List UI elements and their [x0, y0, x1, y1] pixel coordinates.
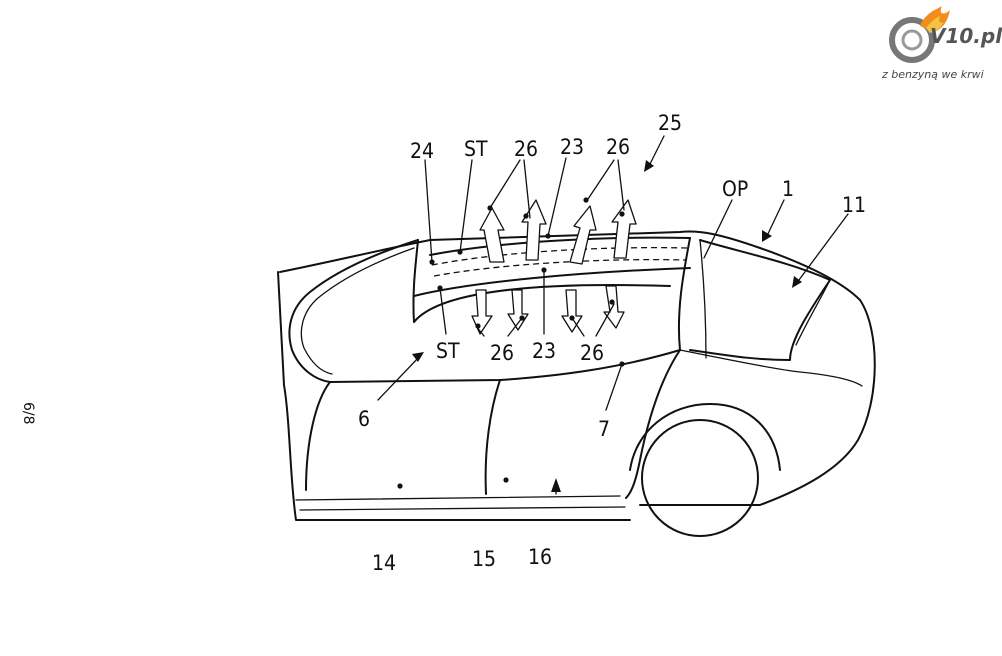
- arrowhead-16: [551, 478, 561, 492]
- logo-brand-text: V10.pl: [930, 24, 1002, 48]
- leader-op: [703, 199, 733, 259]
- label-25: 25: [658, 111, 682, 135]
- sill-line: [295, 495, 621, 501]
- label-23-bottom: 23: [532, 339, 556, 363]
- label-11: 11: [842, 193, 866, 217]
- label-14: 14: [372, 551, 396, 575]
- leader-25: [647, 135, 665, 169]
- door-rear-outline: [625, 349, 681, 499]
- label-1: 1: [782, 177, 794, 201]
- label-24: 24: [410, 139, 434, 163]
- rear-window-frame: [689, 239, 831, 361]
- windshield-inner: [300, 247, 415, 375]
- dot-23-bottom: [541, 267, 547, 273]
- window-upper-edge: [413, 284, 671, 323]
- label-st-top: ST: [464, 137, 488, 161]
- label-23-top: 23: [560, 135, 584, 159]
- leader-6: [377, 355, 421, 401]
- leader-26d-1: [571, 317, 585, 337]
- arrow-26-h: [603, 285, 625, 329]
- arrow-26-g: [561, 289, 583, 333]
- leader-1: [765, 199, 785, 239]
- label-26-c: 26: [490, 341, 514, 365]
- leader-26d-2: [595, 303, 615, 337]
- dot-26f: [519, 315, 525, 321]
- leader-26b-1: [585, 159, 615, 203]
- arrow-26-d: [611, 199, 637, 259]
- leader-11: [795, 213, 849, 285]
- leader-26c-2: [507, 317, 523, 337]
- dot-26d: [619, 211, 625, 217]
- leader-7: [605, 363, 623, 411]
- label-st-bottom: ST: [436, 339, 460, 363]
- dot-26e: [475, 323, 481, 329]
- leader-26a-2: [523, 159, 531, 219]
- c-pillar: [677, 237, 691, 351]
- tire-flame-icon: [889, 6, 950, 63]
- rear-wheel: [641, 419, 759, 537]
- label-15: 15: [472, 547, 496, 571]
- label-26-a: 26: [514, 137, 538, 161]
- dot-26h: [609, 299, 615, 305]
- roof-dashed-1: [431, 246, 689, 266]
- dot-15: [503, 477, 509, 483]
- label-6: 6: [358, 407, 370, 431]
- car-body-outline: [279, 230, 876, 506]
- arrow-26-c: [569, 205, 597, 265]
- label-26-b: 26: [606, 135, 630, 159]
- leader-23-top: [547, 157, 567, 237]
- sill-line-lower: [299, 506, 626, 511]
- window-lower-edge: [329, 349, 681, 383]
- rear-panel-line: [699, 239, 707, 359]
- dot-23-top: [545, 233, 551, 239]
- dot-st-top: [457, 249, 463, 255]
- leader-26a-1: [489, 159, 521, 209]
- leader-26b-2: [617, 159, 625, 211]
- rear-window-divider: [795, 279, 831, 346]
- dot-26b: [523, 213, 529, 219]
- dot-24: [429, 259, 435, 265]
- label-16: 16: [528, 545, 552, 569]
- leader-24: [424, 159, 433, 263]
- wheel-arch: [629, 403, 781, 471]
- logo-tagline: z benzyną we krwi: [882, 68, 984, 81]
- dot-7: [619, 361, 625, 367]
- label-26-d: 26: [580, 341, 604, 365]
- leader-st-top: [459, 159, 473, 253]
- a-pillar: [412, 239, 419, 323]
- arrowhead-6: [412, 352, 424, 362]
- roof-dashed-2: [433, 258, 687, 277]
- rear-lower-line: [679, 349, 863, 387]
- arrow-26-e: [471, 289, 493, 335]
- dot-26g: [569, 315, 575, 321]
- dot-26a: [487, 205, 493, 211]
- arrowhead-25: [644, 160, 654, 172]
- arrowhead-11: [792, 276, 802, 288]
- arrow-26-a: [479, 207, 505, 263]
- roof-panel-top: [429, 236, 691, 256]
- door-front-outline: [305, 381, 331, 491]
- dot-st-bottom: [437, 285, 443, 291]
- roof-panel-bottom: [413, 267, 691, 297]
- windshield-frame: [288, 239, 419, 383]
- leader-st-bottom: [439, 287, 447, 335]
- door-split-line: [484, 379, 501, 495]
- dot-26c: [583, 197, 589, 203]
- dot-14: [397, 483, 403, 489]
- label-op: OP: [722, 177, 748, 201]
- arrowhead-1: [762, 230, 772, 242]
- label-7: 7: [598, 417, 610, 441]
- car-body-lower-outline: [277, 271, 631, 521]
